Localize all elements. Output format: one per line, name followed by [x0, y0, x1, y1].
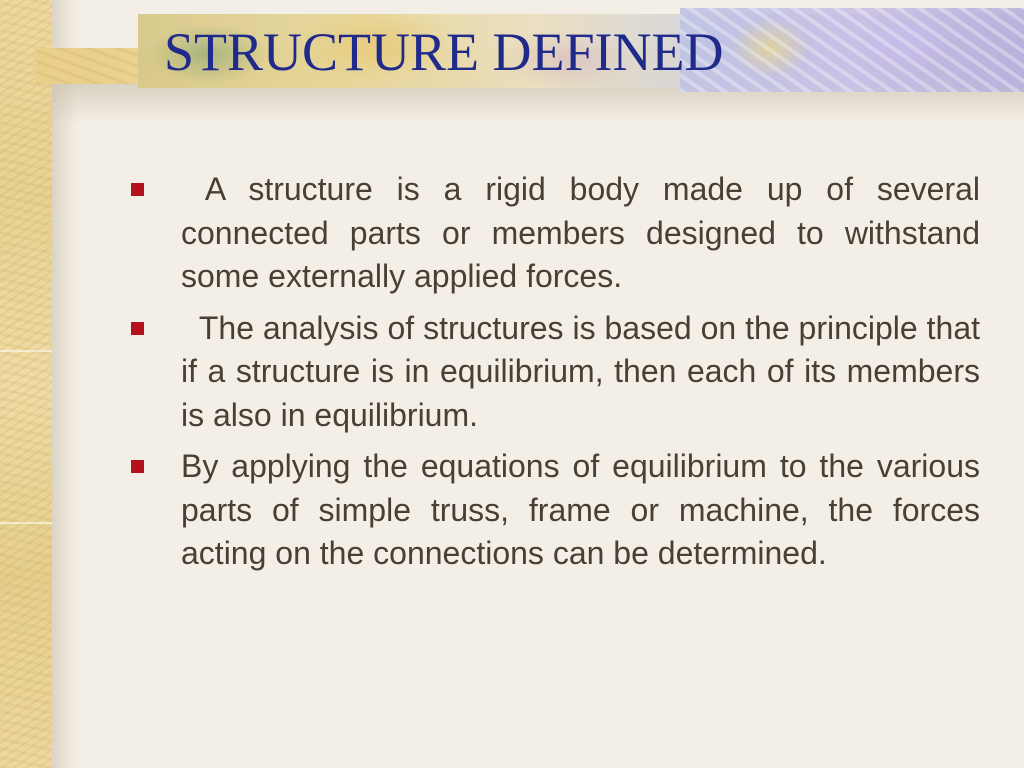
bullet-item: By applying the equations of equilibrium…: [128, 445, 980, 576]
square-bullet-icon: [131, 460, 144, 473]
bullet-item: The analysis of structures is based on t…: [128, 307, 980, 438]
bullet-list: A structure is a rigid body made up of s…: [128, 168, 980, 584]
square-bullet-icon: [131, 321, 144, 335]
bullet-text: The analysis of structures is based on t…: [181, 309, 989, 433]
slide-title: STRUCTURE DEFINED: [164, 22, 724, 82]
strip-seam: [0, 350, 52, 352]
bullet-text: A structure is a rigid body made up of s…: [181, 171, 989, 294]
bullet-text: By applying the equations of equilibrium…: [181, 448, 989, 571]
title-collage-image-right: [680, 8, 1024, 92]
square-bullet-icon: [131, 183, 144, 196]
left-shadow: [52, 0, 78, 768]
left-decorative-strip: [0, 0, 52, 768]
strip-seam: [0, 522, 52, 524]
bullet-item: A structure is a rigid body made up of s…: [128, 168, 980, 299]
